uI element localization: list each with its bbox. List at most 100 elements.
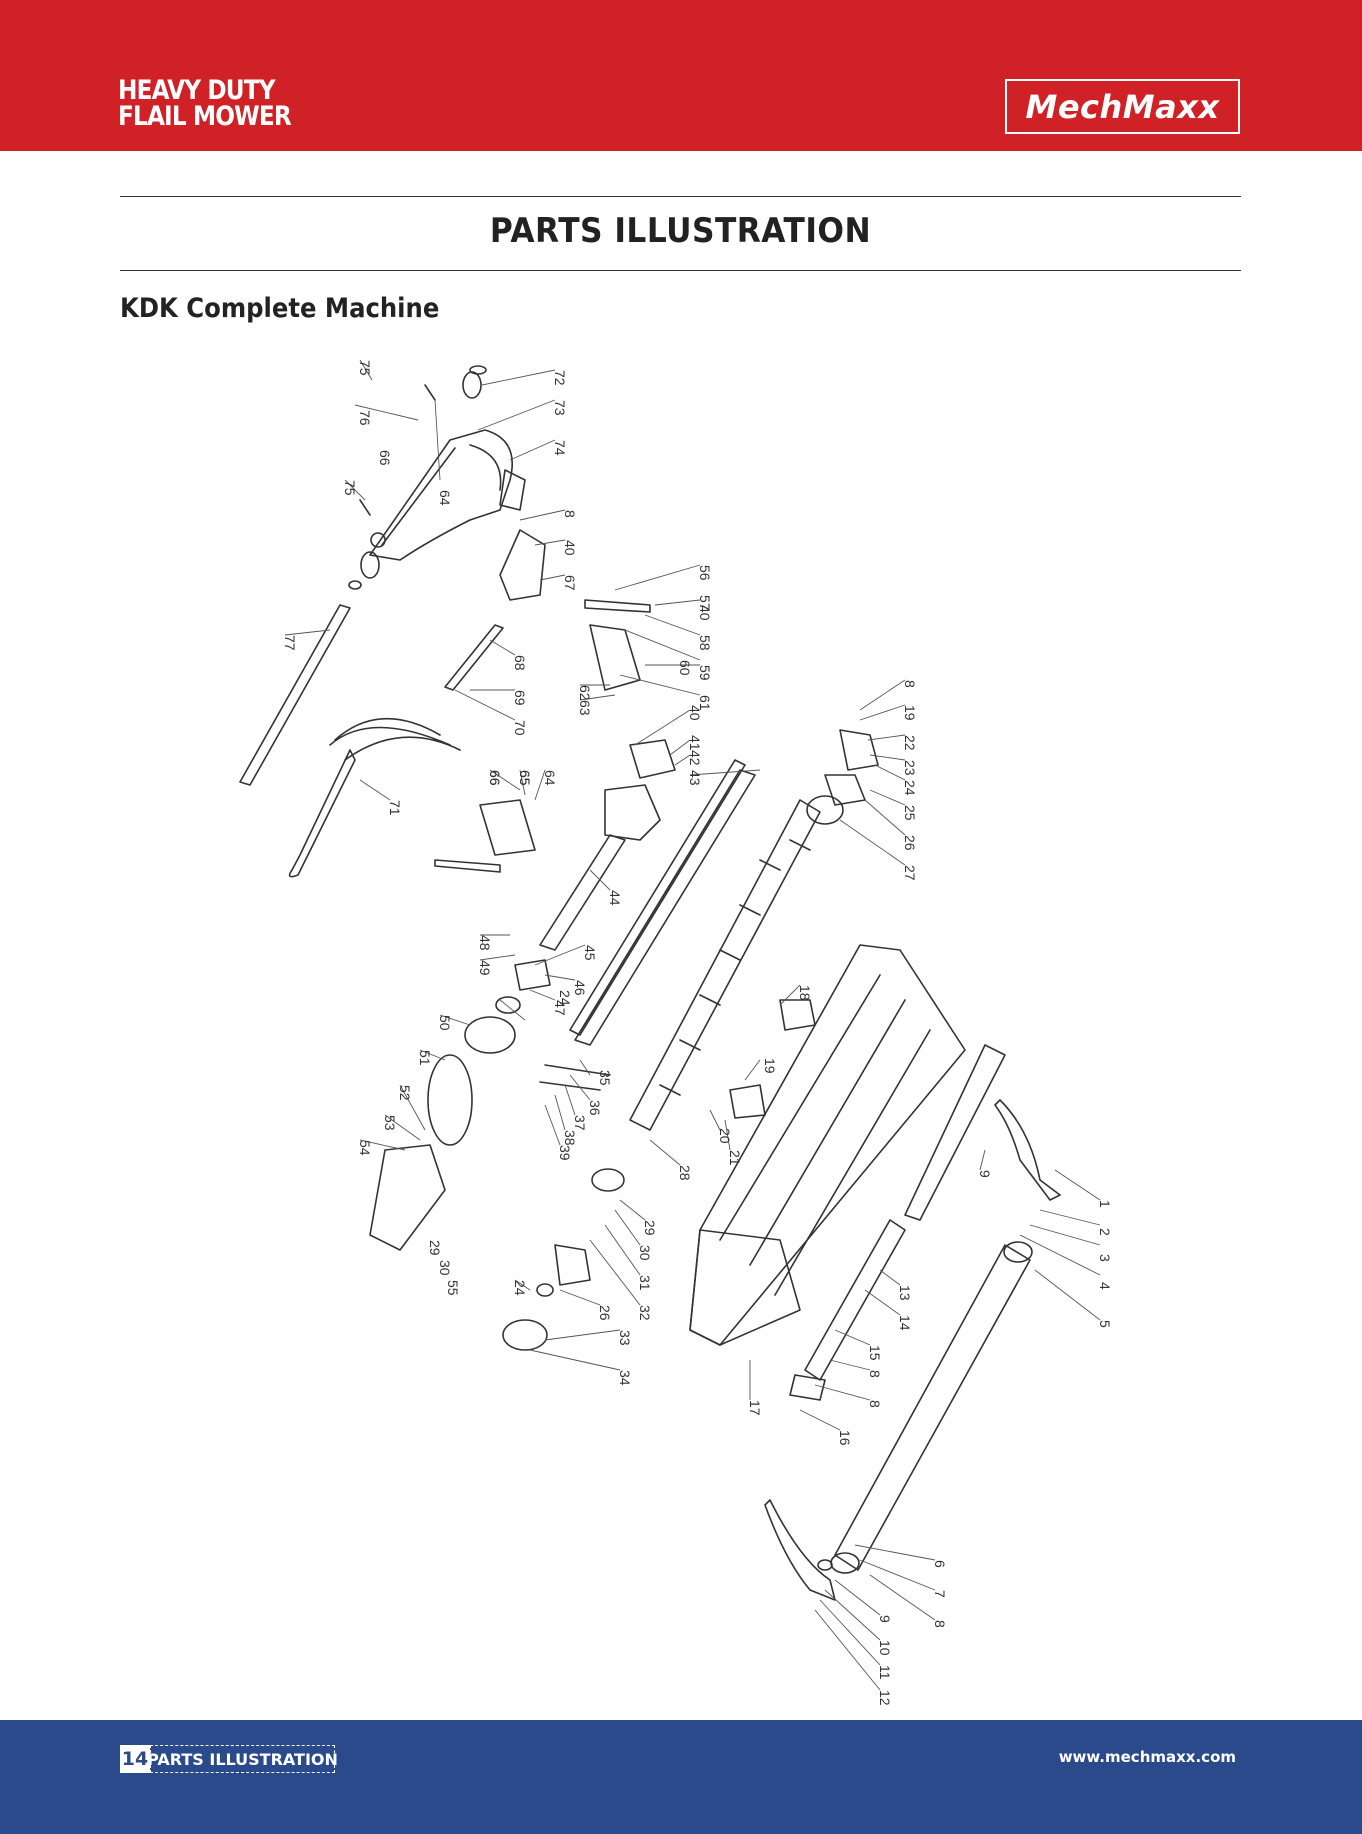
drive-pulley (464, 1016, 516, 1054)
hydraulic-hoses (329, 717, 461, 761)
callout-18: 18 (797, 985, 813, 1001)
callout-34: 34 (617, 1370, 633, 1386)
callout-21: 21 (727, 1150, 743, 1166)
callout-33: 33 (617, 1330, 633, 1346)
callout-22: 22 (902, 735, 918, 751)
belt-guard (369, 1144, 446, 1251)
callout-8: 8 (867, 1370, 883, 1378)
callout-60: 60 (677, 660, 693, 676)
callout-3: 3 (1097, 1254, 1113, 1262)
callout-69: 69 (512, 690, 528, 706)
callout-75: 75 (357, 360, 373, 376)
callout-30: 30 (637, 1245, 653, 1261)
callout-8: 8 (562, 510, 578, 518)
callout-29: 29 (427, 1240, 443, 1256)
tensioner-arm (539, 1064, 611, 1091)
section-title: KDK Complete Machine (120, 293, 440, 324)
callout-75: 75 (342, 480, 358, 496)
callout-9: 9 (877, 1615, 893, 1623)
callout-23: 23 (902, 760, 918, 776)
housing-end-plate (689, 1229, 801, 1346)
drive-shaft (539, 834, 626, 951)
callout-8: 8 (902, 680, 918, 688)
callout-70: 70 (512, 720, 528, 736)
side-pin (584, 599, 651, 613)
callout-26: 26 (597, 1305, 613, 1321)
side-bracket (589, 624, 641, 691)
hitch-frame (369, 429, 514, 561)
callout-64: 64 (437, 490, 453, 506)
callout-73: 73 (552, 400, 568, 416)
callout-58: 58 (697, 635, 713, 651)
callout-11: 11 (877, 1665, 893, 1680)
callout-63: 63 (577, 700, 593, 716)
callout-1: 1 (1097, 1200, 1113, 1208)
drive-belt (427, 1054, 473, 1146)
support-bracket-left (729, 1084, 766, 1119)
hydraulic-cylinder (288, 749, 356, 878)
callout-54: 54 (357, 1140, 373, 1156)
callout-52: 52 (397, 1085, 413, 1101)
callout-65: 65 (517, 770, 533, 786)
support-bracket-right (779, 999, 816, 1031)
callout-17: 17 (747, 1400, 763, 1416)
callout-9: 9 (977, 1170, 993, 1178)
roller-mount-plate (789, 1374, 826, 1401)
callout-16: 16 (837, 1430, 853, 1446)
side-link (904, 1044, 1006, 1221)
housing-ribs (719, 974, 931, 1296)
diagram-artwork (239, 365, 1061, 1601)
pivot-pin (444, 624, 504, 691)
callout-24: 24 (557, 990, 573, 1006)
callout-24: 24 (902, 780, 918, 796)
bearing-housing (824, 774, 866, 806)
callout-56: 56 (697, 565, 713, 581)
callout-30: 30 (437, 1260, 453, 1276)
callout-27: 27 (902, 865, 918, 881)
callout-40: 40 (697, 605, 713, 621)
flail-rotor (629, 799, 821, 1131)
callout-labels: 1234567891011121314151617181920212223242… (282, 360, 1113, 1706)
callout-66: 66 (377, 450, 393, 466)
pivot-shaft (239, 604, 351, 786)
callout-39: 39 (557, 1145, 573, 1161)
bearing-ring (495, 996, 521, 1014)
callout-57: 57 (697, 595, 713, 611)
callout-55: 55 (445, 1280, 461, 1296)
callout-45: 45 (582, 945, 598, 961)
callout-20: 20 (717, 1128, 733, 1144)
rotor-flails (659, 839, 811, 1096)
product-title: HEAVY DUTY FLAIL MOWER (118, 75, 292, 132)
callout-77: 77 (282, 635, 298, 651)
callout-13: 13 (897, 1285, 913, 1301)
callout-38: 38 (562, 1130, 578, 1146)
callout-53: 53 (382, 1115, 398, 1131)
callout-5: 5 (1097, 1320, 1113, 1328)
callout-26: 26 (902, 835, 918, 851)
gearbox (604, 784, 661, 841)
callout-40: 40 (687, 705, 703, 721)
heading-rule-bottom (120, 270, 1241, 271)
footer-bar (0, 1720, 1362, 1834)
callout-49: 49 (477, 960, 493, 976)
product-title-line1: HEAVY DUTY (118, 75, 276, 106)
callout-6: 6 (932, 1560, 948, 1568)
callout-44: 44 (607, 890, 623, 906)
skid-arm (994, 1099, 1061, 1201)
brand-logo: MechMaxx (1005, 79, 1240, 134)
callout-65: 65 (517, 770, 533, 786)
callout-31: 31 (637, 1275, 653, 1291)
callout-47: 47 (552, 1000, 568, 1016)
callout-50: 50 (437, 1015, 453, 1031)
callout-62: 62 (577, 685, 593, 701)
callout-67: 67 (562, 575, 578, 591)
product-title-line2: FLAIL MOWER (118, 101, 292, 132)
page-title: PARTS ILLUSTRATION (489, 211, 872, 251)
callout-leaders (284, 359, 1101, 1691)
gauge-roller (834, 1244, 1031, 1571)
callout-15: 15 (867, 1345, 883, 1361)
callout-25: 25 (902, 805, 918, 821)
heading-rule-top (120, 196, 1241, 197)
hitch-bracket (499, 469, 526, 511)
callout-71: 71 (387, 800, 403, 816)
